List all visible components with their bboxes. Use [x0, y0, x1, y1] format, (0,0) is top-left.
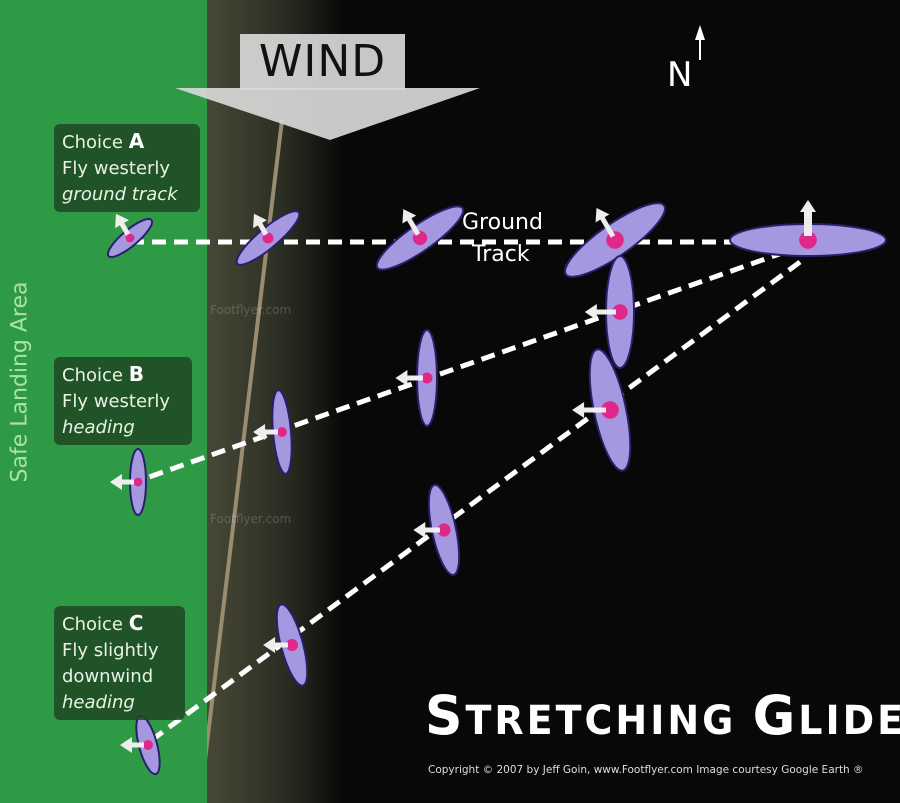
copyright: Copyright © 2007 by Jeff Goin, www.Footf…: [428, 764, 864, 776]
heading-arrow-icon: [413, 522, 440, 538]
heading-arrow-icon: [595, 207, 616, 238]
choice-c-line3: heading: [62, 692, 135, 713]
choice-a-line1: Fly westerly: [62, 158, 171, 179]
choice-a-line2: ground track: [62, 184, 178, 205]
choice-c-letter: C: [128, 611, 144, 635]
north-label: N: [667, 55, 693, 95]
heading-arrow-icon: [263, 637, 288, 653]
title-tretching: TRETCHING: [465, 697, 753, 744]
choice-c-line1: Fly slightly: [62, 640, 159, 661]
safe-landing-label: Safe Landing Area: [7, 281, 33, 483]
paraglider-icon: [375, 205, 465, 271]
paraglider-icon: [395, 329, 438, 427]
choice-c-prefix: Choice: [62, 614, 123, 635]
ground-track-label-2: Track: [472, 242, 530, 267]
choice-c-line2: downwind: [62, 666, 154, 687]
choice-b-prefix: Choice: [62, 365, 123, 386]
choice-a-letter: A: [128, 129, 145, 153]
choice-a-box: Choice A Fly westerly ground track: [54, 124, 200, 212]
paraglider-icon: [106, 213, 154, 259]
north-arrow-icon: [695, 25, 705, 60]
heading-arrow-icon: [584, 304, 616, 320]
paraglider-icon: [263, 603, 309, 687]
paraglider-icon: [729, 200, 887, 257]
diagram-title: STRETCHING GLIDE: [425, 685, 900, 748]
paraglider-icon: [120, 714, 161, 776]
paraglider-icon: [413, 483, 461, 577]
path-c: [143, 259, 802, 748]
wind-arrow: [175, 34, 480, 140]
heading-arrow-icon: [115, 213, 131, 236]
paraglider-icon: [572, 348, 632, 472]
heading-arrow-icon: [253, 213, 269, 236]
choice-c-box: Choice C Fly slightly downwind heading: [54, 606, 185, 720]
watermark-2: Footflyer.com: [210, 512, 292, 526]
heading-arrow-icon: [120, 737, 144, 753]
watermark-1: Footflyer.com: [210, 303, 292, 317]
heading-arrow-icon: [110, 474, 134, 490]
paraglider-icon: [584, 255, 635, 369]
paraglider-icon: [253, 389, 293, 475]
title-s: S: [425, 684, 466, 748]
paraglider-icon: [110, 448, 147, 516]
paraglider-icon: [235, 210, 301, 266]
path-b: [134, 249, 786, 485]
heading-arrow-icon: [800, 200, 816, 236]
choice-b-letter: B: [128, 362, 144, 386]
title-lide: LIDE: [798, 697, 900, 744]
choice-b-line2: heading: [62, 417, 135, 438]
heading-arrow-icon: [572, 402, 606, 418]
heading-arrow-icon: [395, 370, 423, 386]
heading-arrow-icon: [402, 209, 421, 236]
choice-b-line1: Fly westerly: [62, 391, 171, 412]
choice-a-prefix: Choice: [62, 132, 123, 153]
title-g: G: [752, 684, 799, 748]
ground-track-label-1: Ground: [462, 210, 543, 235]
heading-arrow-icon: [253, 424, 278, 440]
paraglider-icon: [564, 202, 666, 278]
choice-b-box: Choice B Fly westerly heading: [54, 357, 192, 445]
wind-label: WIND: [258, 36, 387, 87]
